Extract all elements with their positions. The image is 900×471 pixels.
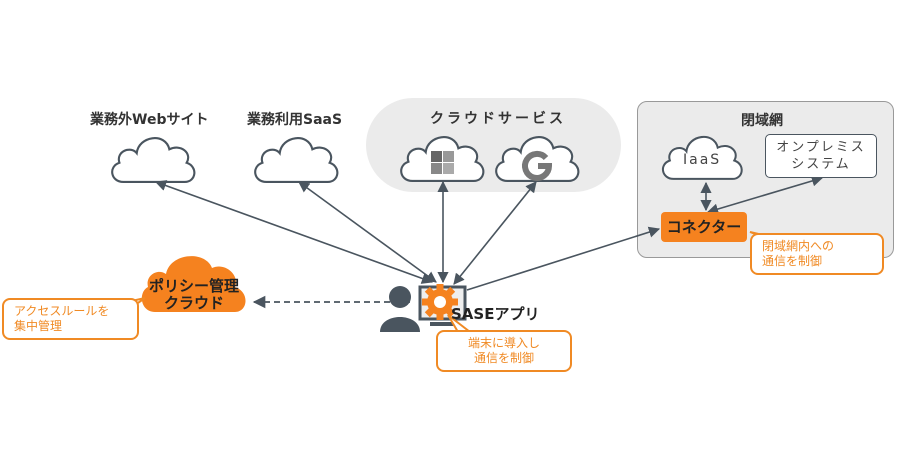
onprem-line1: オンプレミス bbox=[776, 140, 866, 155]
onprem-system-box: オンプレミス システム bbox=[765, 134, 877, 178]
policy-callout-line2: 集中管理 bbox=[14, 319, 63, 333]
closed-network-label: 閉域網 bbox=[741, 113, 783, 129]
arrow-to-connector bbox=[466, 226, 661, 291]
external-web-cloud-icon bbox=[111, 137, 196, 184]
business-saas-label: 業務利用SaaS bbox=[247, 112, 343, 128]
connector-callout-line1: 閉域網内への bbox=[762, 239, 835, 253]
sase-app-label: SASEアプリ bbox=[451, 305, 540, 323]
connector-box: コネクター bbox=[661, 212, 747, 242]
iaas-label: IaaS bbox=[683, 152, 722, 168]
policy-line1: ポリシー管理 bbox=[148, 277, 239, 295]
policy-callout-line1: アクセスルールを bbox=[14, 304, 110, 318]
external-web-label: 業務外Webサイト bbox=[90, 112, 209, 128]
onprem-line2: システム bbox=[791, 157, 851, 172]
connector-callout-line2: 通信を制御 bbox=[762, 254, 823, 268]
policy-callout: アクセスルールを 集中管理 bbox=[2, 298, 139, 340]
arrow-onprem-connector bbox=[706, 175, 824, 215]
google-cloud-icon bbox=[495, 136, 580, 183]
connector-callout: 閉域網内への 通信を制御 bbox=[750, 233, 884, 275]
sase-callout: 端末に導入し 通信を制御 bbox=[436, 330, 572, 372]
sase-callout-line1: 端末に導入し bbox=[467, 336, 540, 350]
arrow-to-business-saas bbox=[298, 181, 437, 283]
sase-callout-line2: 通信を制御 bbox=[473, 351, 534, 365]
policy-line2: クラウド bbox=[163, 294, 224, 312]
cloud-services-label: クラウドサービス bbox=[430, 111, 566, 127]
policy-cloud-label: ポリシー管理 クラウド bbox=[138, 278, 250, 312]
microsoft-cloud-icon bbox=[400, 136, 485, 183]
google-logo-icon bbox=[522, 150, 553, 181]
windows-logo-icon bbox=[431, 151, 454, 174]
business-saas-cloud-icon bbox=[254, 137, 339, 184]
arrow-to-google bbox=[453, 181, 537, 285]
gear-icon bbox=[422, 284, 458, 320]
